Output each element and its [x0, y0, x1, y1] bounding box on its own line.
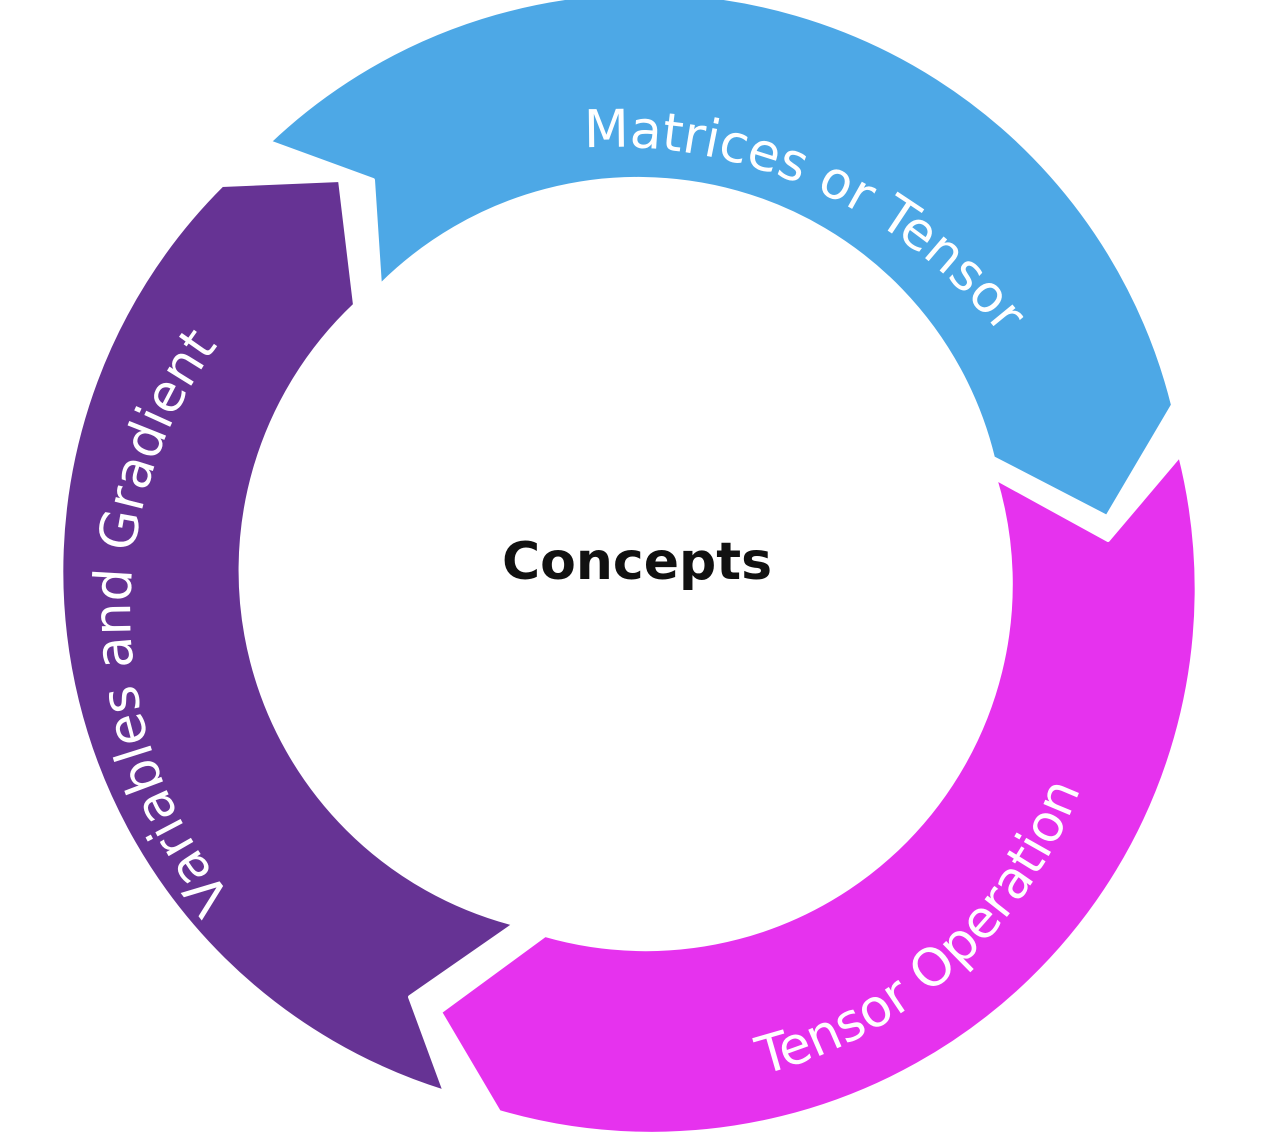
- segment-variables-arrow: [59, 178, 517, 1094]
- segment-operation-arrow: [438, 453, 1199, 1136]
- center-label: Concepts: [502, 532, 772, 592]
- segment-matrices-arrow: [267, 0, 1175, 519]
